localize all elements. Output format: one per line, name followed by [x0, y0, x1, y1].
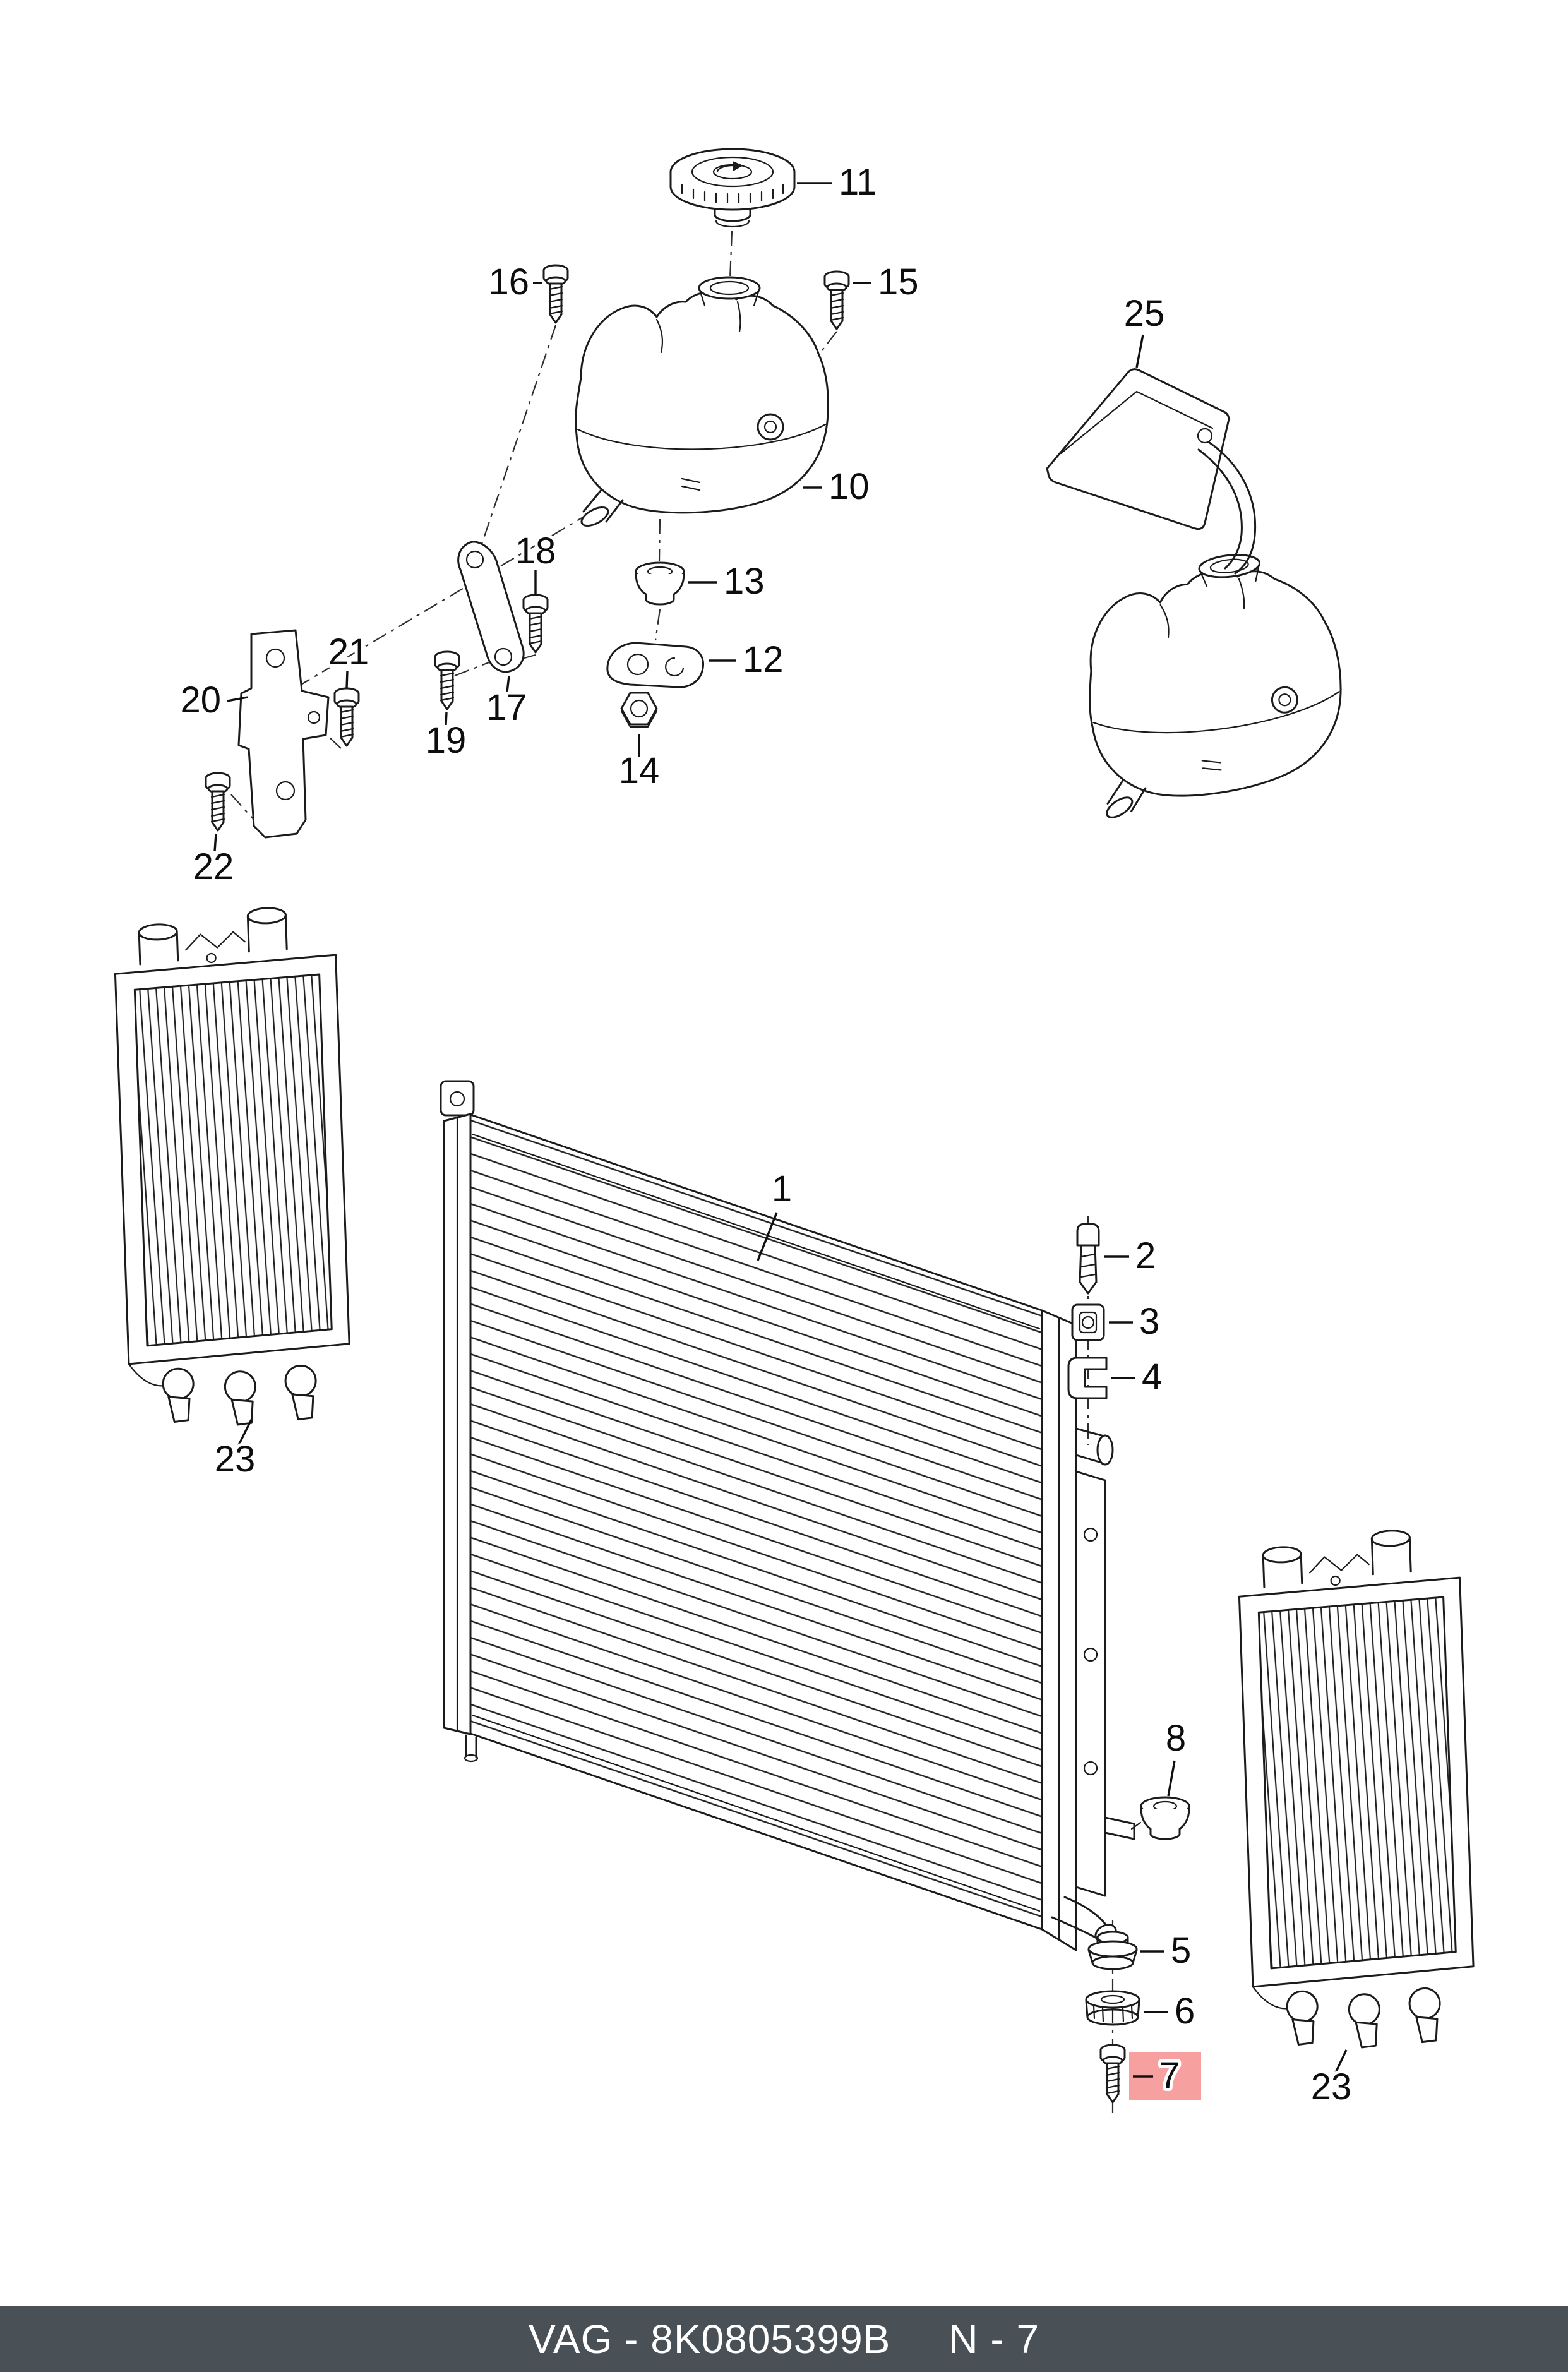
expansion-tank-2 [1074, 544, 1354, 824]
callout-16[interactable]: 16 [485, 258, 542, 306]
callout-label-13[interactable]: 13 [721, 558, 768, 605]
callout-label-8[interactable]: 8 [1163, 1715, 1189, 1762]
callout-label-23-left[interactable]: 23 [212, 1435, 259, 1483]
callout-7-highlighted[interactable]: 7 [1129, 2052, 1201, 2100]
part-number: 8K0805399B [650, 2316, 891, 2362]
page-code: N - 7 [949, 2316, 1040, 2362]
callout-18[interactable]: 18 [512, 527, 560, 595]
callout-label-7[interactable]: 7 [1156, 2052, 1183, 2099]
screw-19 [434, 650, 460, 710]
brand-part-separator: - [613, 2316, 651, 2362]
leader-line-8 [1167, 1760, 1176, 1797]
callout-label-14[interactable]: 14 [616, 747, 663, 794]
callout-label-2[interactable]: 2 [1132, 1232, 1159, 1279]
radiator-lower-mount-parts [1085, 1796, 1190, 2104]
auxiliary-radiator-right [1236, 1527, 1477, 2052]
grommet-8 [1130, 1796, 1190, 1840]
callout-14[interactable]: 14 [616, 734, 663, 794]
expansion-tank-assembly [205, 148, 850, 839]
callout-3[interactable]: 3 [1109, 1298, 1163, 1345]
callout-label-6[interactable]: 6 [1171, 1987, 1198, 2035]
callout-21[interactable]: 21 [325, 628, 373, 689]
callout-17[interactable]: 17 [483, 675, 530, 731]
callout-label-23-right[interactable]: 23 [1308, 2063, 1355, 2111]
coolant-bag-25 [1046, 368, 1257, 575]
leader-line-23-left [236, 1419, 253, 1448]
bushing-3 [1071, 1303, 1105, 1341]
callout-15[interactable]: 15 [853, 258, 922, 306]
bolt-16 [542, 264, 569, 324]
callout-label-21[interactable]: 21 [325, 628, 373, 676]
callout-4[interactable]: 4 [1111, 1353, 1165, 1401]
mounting-grommet-13 [635, 561, 685, 606]
callout-label-17[interactable]: 17 [483, 684, 530, 731]
leader-line-17 [506, 675, 510, 693]
bolt-15 [823, 270, 850, 330]
leader-line-1 [757, 1212, 778, 1261]
rubber-mount-5 [1087, 1931, 1138, 1970]
callout-label-25[interactable]: 25 [1121, 290, 1168, 337]
callout-label-11[interactable]: 11 [835, 159, 880, 206]
leader-line-23-right [1332, 2049, 1348, 2077]
support-bracket-17 [457, 541, 525, 673]
callout-11[interactable]: 11 [797, 159, 880, 206]
screw-7 [1099, 2044, 1126, 2104]
callout-19[interactable]: 19 [422, 712, 470, 764]
callout-1[interactable]: 1 [757, 1165, 795, 1261]
retaining-bracket-12 [606, 642, 705, 688]
callout-label-12[interactable]: 12 [739, 636, 787, 683]
callout-6[interactable]: 6 [1144, 1987, 1198, 2035]
mounting-bracket-20 [237, 629, 330, 839]
callout-label-3[interactable]: 3 [1136, 1298, 1163, 1345]
catalog-footer-bar: VAG - 8K0805399B N - 7 [0, 2306, 1568, 2372]
callout-label-10[interactable]: 10 [825, 463, 873, 510]
callout-20[interactable]: 20 [177, 676, 248, 724]
callout-10[interactable]: 10 [803, 463, 873, 510]
callout-label-19[interactable]: 19 [422, 717, 470, 764]
cap-arrow-icon [733, 161, 743, 171]
callout-label-1[interactable]: 1 [769, 1165, 795, 1213]
callout-label-20[interactable]: 20 [177, 676, 224, 724]
filler-cap-11 [669, 148, 796, 228]
metal-bushing-6 [1085, 1990, 1140, 2026]
radiator-top-mount-parts [1067, 1223, 1108, 1399]
callout-13[interactable]: 13 [688, 558, 768, 605]
screw-18 [522, 594, 549, 654]
brand-code: VAG [528, 2316, 613, 2362]
callout-12[interactable]: 12 [709, 636, 787, 683]
auxiliary-radiator-left [112, 904, 353, 1430]
screw-21 [333, 687, 360, 747]
callout-label-15[interactable]: 15 [875, 258, 922, 306]
callout-label-5[interactable]: 5 [1168, 1927, 1194, 1974]
callout-2[interactable]: 2 [1104, 1232, 1159, 1279]
callout-label-22[interactable]: 22 [190, 843, 237, 890]
mounting-pin-2 [1076, 1223, 1100, 1295]
leader-line-25 [1135, 334, 1144, 368]
callout-8[interactable]: 8 [1163, 1715, 1189, 1797]
callout-label-18[interactable]: 18 [512, 527, 560, 575]
callouts: 11 16 15 10 25 13 12 14 [177, 159, 1355, 2111]
screw-22 [205, 772, 231, 832]
expansion-tank [575, 276, 829, 531]
refill-assembly [1046, 368, 1354, 824]
main-radiator [440, 1080, 1135, 1951]
callout-label-4[interactable]: 4 [1139, 1353, 1165, 1401]
callout-5[interactable]: 5 [1140, 1927, 1194, 1974]
diagram-canvas: 11 16 15 10 25 13 12 14 [112, 148, 1477, 2117]
hex-nut-14 [620, 692, 658, 728]
catalog-part-number-group: VAG - 8K0805399B [529, 2316, 890, 2363]
callout-label-16[interactable]: 16 [485, 258, 532, 306]
callout-23-right[interactable]: 23 [1308, 2049, 1355, 2111]
callout-25[interactable]: 25 [1121, 290, 1168, 368]
callout-23-left[interactable]: 23 [212, 1419, 259, 1483]
callout-22[interactable]: 22 [190, 833, 237, 890]
leader-line-22 [213, 833, 217, 852]
leader-line-20 [227, 696, 248, 702]
retainer-clip-4 [1067, 1357, 1108, 1399]
